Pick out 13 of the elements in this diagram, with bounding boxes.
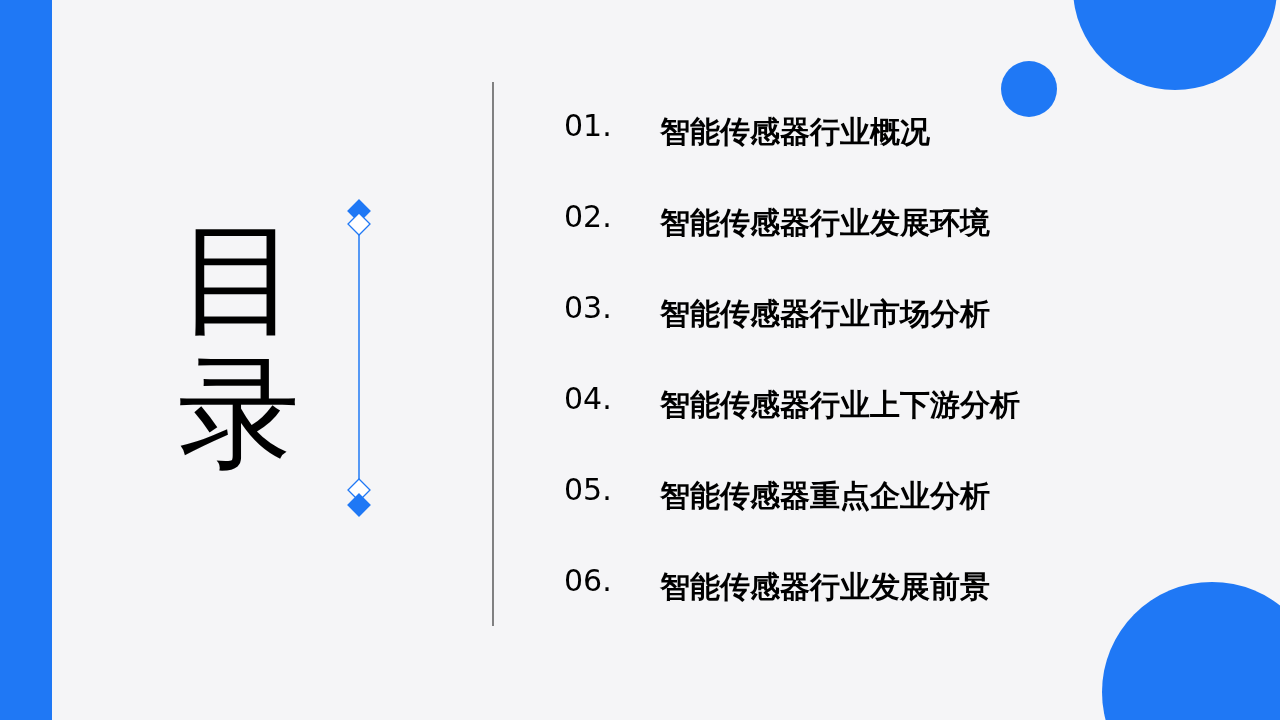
section-number: 03. [564,290,612,326]
section-title: 智能传感器行业发展前景 [660,569,990,605]
title-text: 目录 [178,212,300,481]
section-title: 智能传感器行业概况 [660,114,930,150]
section-title: 智能传感器行业市场分析 [660,296,990,332]
section-number: 05. [564,472,612,508]
section-number: 06. [564,563,612,599]
section-number: 04. [564,381,612,417]
section-number: 01. [564,108,612,144]
section-number: 02. [564,199,612,235]
section-title: 智能传感器行业上下游分析 [660,387,1020,423]
section-title: 智能传感器行业发展环境 [660,205,990,241]
section-title: 智能传感器重点企业分析 [660,478,990,514]
